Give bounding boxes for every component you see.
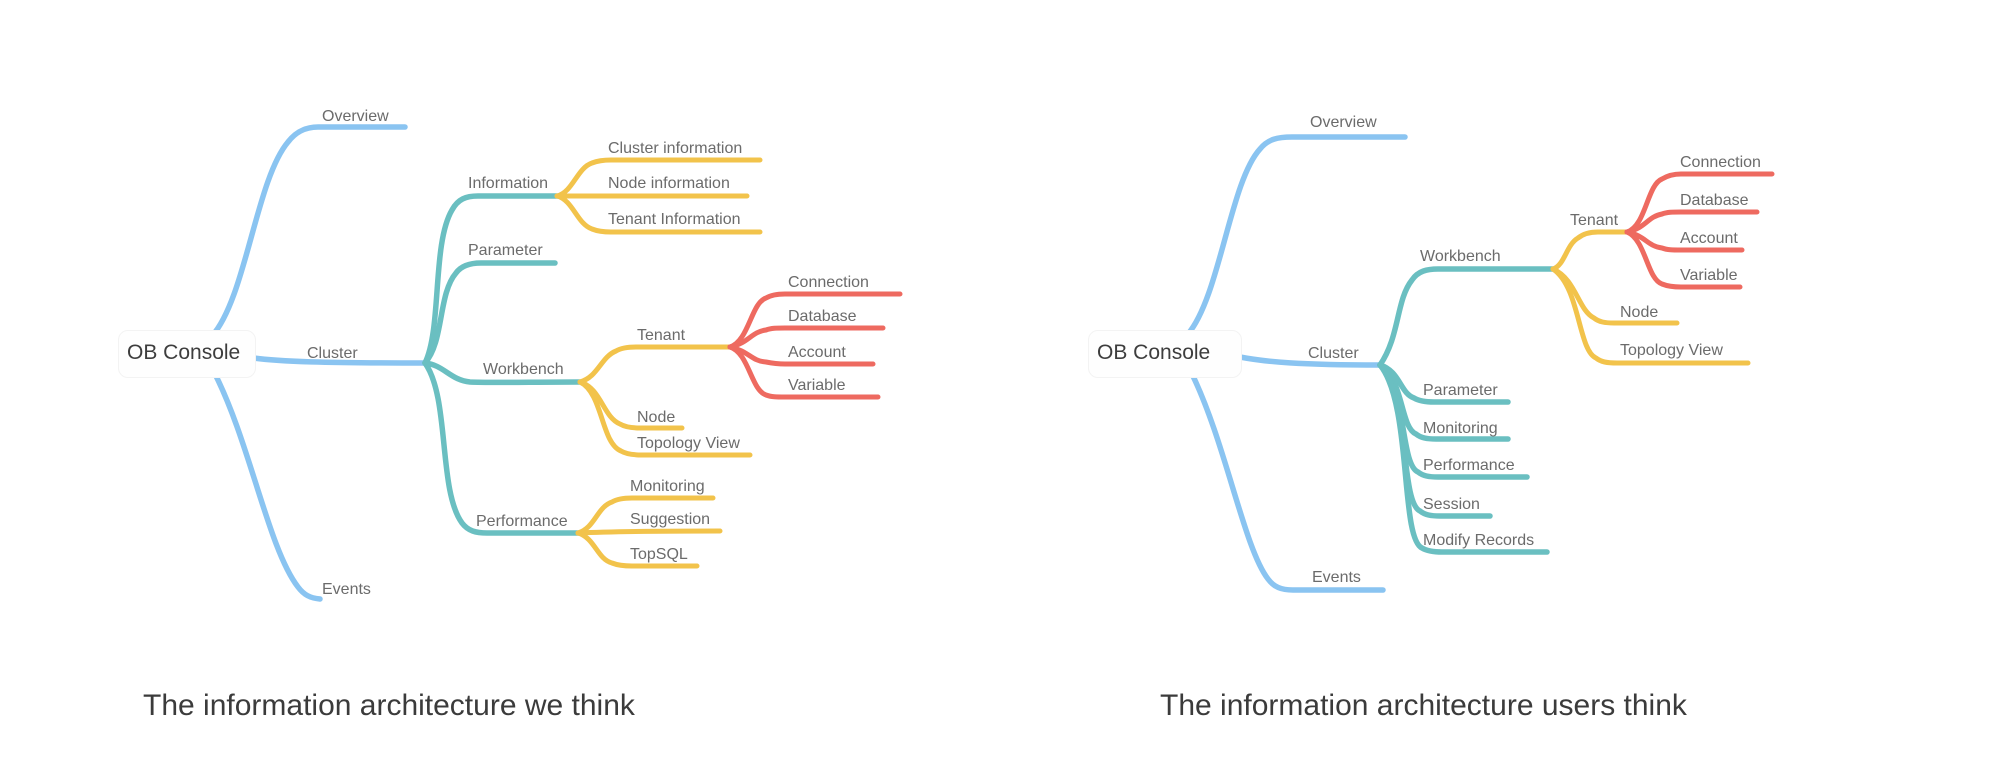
node-right-database[interactable]: Database <box>1680 192 1749 209</box>
node-left-cluster-information[interactable]: Cluster information <box>608 140 743 157</box>
node-left-database[interactable]: Database <box>788 308 857 325</box>
edge-left-cluster <box>244 354 428 366</box>
node-right-account[interactable]: Account <box>1680 230 1738 247</box>
root-node-box-right <box>1088 330 1242 378</box>
root-node-box-left <box>118 330 256 378</box>
node-left-connection[interactable]: Connection <box>788 274 869 291</box>
edge-right-cluster <box>1237 354 1383 368</box>
node-left-suggestion[interactable]: Suggestion <box>630 511 711 528</box>
node-right-workbench[interactable]: Workbench <box>1420 248 1501 265</box>
node-right-session[interactable]: Session <box>1423 496 1480 513</box>
node-left-tenant[interactable]: Tenant <box>637 327 686 344</box>
node-right-parameter[interactable]: Parameter <box>1423 382 1498 399</box>
caption-right-diagram: The information architecture users think <box>1160 689 1687 722</box>
edge-left-overview <box>209 124 408 339</box>
edge-left-workbench <box>422 360 583 386</box>
edge-right-parameter <box>1377 362 1511 405</box>
node-left-tenant-information[interactable]: Tenant Information <box>608 211 741 228</box>
edge-right-modify-records <box>1377 362 1550 555</box>
edge-right-workbench <box>1377 266 1556 368</box>
edge-right-database <box>1624 209 1760 235</box>
node-right-root[interactable]: OB Console <box>1097 341 1211 364</box>
node-left-cluster[interactable]: Cluster <box>307 345 358 362</box>
edge-left-performance <box>422 360 581 536</box>
edge-right-tenant <box>1550 229 1630 272</box>
node-left-root[interactable]: OB Console <box>127 341 241 364</box>
node-left-overview[interactable]: Overview <box>322 108 389 125</box>
caption-left-diagram: The information architecture we think <box>143 689 635 722</box>
edge-left-topsql <box>575 530 700 569</box>
node-right-node[interactable]: Node <box>1620 304 1659 321</box>
node-right-monitoring[interactable]: Monitoring <box>1423 420 1498 437</box>
node-left-node[interactable]: Node <box>637 409 676 426</box>
node-left-node-information[interactable]: Node information <box>608 175 730 192</box>
node-left-information[interactable]: Information <box>468 175 549 192</box>
node-left-account[interactable]: Account <box>788 344 846 361</box>
node-left-variable[interactable]: Variable <box>788 377 846 394</box>
edge-right-variable <box>1624 229 1743 290</box>
edge-right-account <box>1624 229 1745 253</box>
node-right-performance[interactable]: Performance <box>1423 457 1515 474</box>
node-right-topology-view[interactable]: Topology View <box>1620 342 1723 359</box>
edge-left-events <box>211 369 323 602</box>
edge-left-tenant <box>577 344 733 385</box>
edge-left-database <box>727 325 886 350</box>
edge-right-node <box>1550 266 1680 326</box>
node-left-topology-view[interactable]: Topology View <box>637 435 740 452</box>
edge-right-events <box>1189 371 1386 593</box>
node-left-topsql[interactable]: TopSQL <box>630 546 688 563</box>
node-right-tenant[interactable]: Tenant <box>1570 212 1619 229</box>
node-right-events[interactable]: Events <box>1312 569 1361 586</box>
edge-left-monitoring <box>575 495 716 536</box>
node-right-overview[interactable]: Overview <box>1310 114 1377 131</box>
edge-right-topology-view <box>1550 266 1751 366</box>
edge-left-suggestion <box>575 528 723 536</box>
node-right-modify-records[interactable]: Modify Records <box>1423 532 1535 549</box>
node-left-workbench[interactable]: Workbench <box>483 361 564 378</box>
node-left-parameter[interactable]: Parameter <box>468 242 543 259</box>
edge-right-overview <box>1185 134 1408 337</box>
edge-left-tenant-information <box>554 193 763 235</box>
edge-left-information <box>422 193 560 366</box>
edge-left-connection <box>727 291 903 350</box>
node-right-connection[interactable]: Connection <box>1680 154 1761 171</box>
edge-left-cluster-information <box>554 157 763 199</box>
edge-left-parameter <box>422 260 558 366</box>
node-left-performance[interactable]: Performance <box>476 513 568 530</box>
edge-left-variable <box>727 344 881 400</box>
edge-left-topology-view <box>577 379 753 458</box>
edge-left-account <box>727 344 876 367</box>
node-left-monitoring[interactable]: Monitoring <box>630 478 705 495</box>
node-right-cluster[interactable]: Cluster <box>1308 345 1359 362</box>
node-left-events[interactable]: Events <box>322 581 371 598</box>
edge-left-node <box>577 379 685 431</box>
edge-right-connection <box>1624 171 1775 235</box>
node-right-variable[interactable]: Variable <box>1680 267 1738 284</box>
